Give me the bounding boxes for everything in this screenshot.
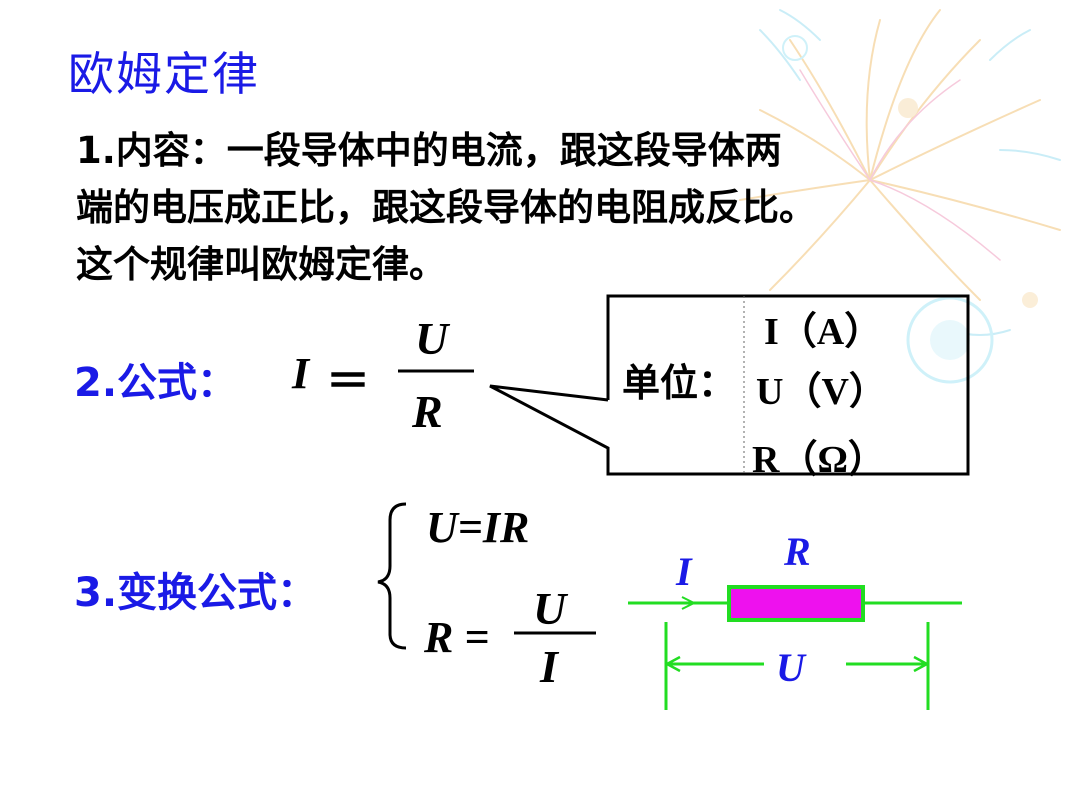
transform-label: 3.变换公式： <box>74 570 318 616</box>
voltage-arrow-left-icon <box>664 655 681 673</box>
formula-label: 2.公式： <box>74 360 238 406</box>
formula-numerator: U <box>415 313 449 364</box>
units-label: 单位： <box>622 361 737 405</box>
resistor <box>727 585 865 622</box>
transform-formula-2-lhs: R = <box>424 613 490 662</box>
content-line: 1.内容：一段导体中的电流，跟这段导体两 <box>76 129 782 172</box>
transform-formula-2-denominator: I <box>540 641 558 692</box>
formula-lhs: I <box>292 349 310 398</box>
content-line: 这个规律叫欧姆定律。 <box>76 243 446 286</box>
circuit-current-label: I <box>676 549 692 594</box>
voltage-arrow-right-icon <box>913 655 930 673</box>
left-brace <box>377 502 407 650</box>
units-callout-box <box>489 294 970 476</box>
transform-formula-2-numerator: U <box>533 583 567 634</box>
current-arrow-icon <box>681 596 697 610</box>
slide-title: 欧姆定律 <box>68 47 260 101</box>
content-line: 端的电压成正比，跟这段导体的电阻成反比。 <box>76 186 816 229</box>
content-paragraph: 1.内容：一段导体中的电流，跟这段导体两 端的电压成正比，跟这段导体的电阻成反比… <box>76 122 1056 293</box>
circuit-voltage-label: U <box>776 645 805 690</box>
formula-denominator: R <box>412 386 443 437</box>
formula-equals: ＝ <box>326 357 370 406</box>
transform-formula-1: U=IR <box>426 503 530 552</box>
circuit-resistor-label: R <box>784 529 811 574</box>
unit-current: I（A） <box>764 311 883 353</box>
unit-voltage: U（V） <box>756 371 887 413</box>
